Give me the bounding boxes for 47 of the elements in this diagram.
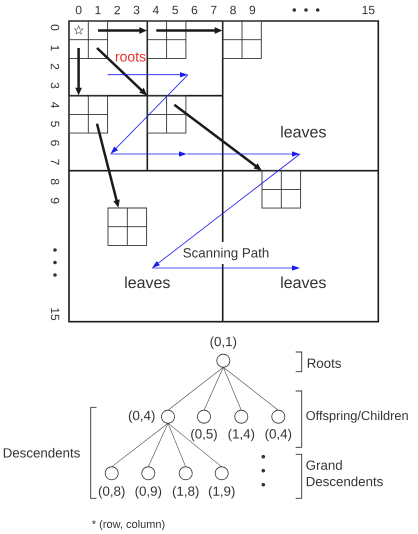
coordinate-label: (1,8) xyxy=(172,486,199,498)
bracket-label: Offspring/Children xyxy=(306,410,408,423)
footnote: * (row, column) xyxy=(92,520,164,530)
row-number: 8 xyxy=(50,178,60,184)
grid-block xyxy=(222,20,262,59)
bracket-label: Descendents xyxy=(4,448,80,458)
coordinate-label: (0,9) xyxy=(135,486,162,498)
coordinate-label: (0,4) xyxy=(265,428,292,442)
row-number: 7 xyxy=(50,159,60,165)
coordinate-label: (1,4) xyxy=(228,428,254,442)
coordinate-label: (0,4) xyxy=(128,410,155,423)
column-number: 2 xyxy=(114,6,120,14)
tree-node xyxy=(216,354,230,368)
grid-block xyxy=(146,95,186,134)
row-number: 2 xyxy=(50,64,60,70)
row-number: 3 xyxy=(50,82,60,88)
tree-node xyxy=(141,466,156,480)
grid-block xyxy=(262,170,302,209)
tree-node xyxy=(271,410,286,424)
region-label: leaves xyxy=(281,276,326,288)
tree-node xyxy=(197,410,211,424)
tree-node xyxy=(104,466,119,480)
coordinate-label: (1,9) xyxy=(208,486,235,498)
tree-node xyxy=(178,466,193,480)
coordinate-label: (0,1) xyxy=(210,336,236,349)
coordinate-label: (0,8) xyxy=(98,486,125,498)
row-number: 6 xyxy=(50,140,60,146)
bracket-label: Grand Descendents xyxy=(306,460,383,486)
grid-block xyxy=(146,20,186,59)
column-number: 15 xyxy=(362,6,374,14)
tree-node xyxy=(214,466,229,480)
grid-block xyxy=(68,20,108,59)
grid-block xyxy=(68,95,108,134)
grid-block xyxy=(108,208,148,246)
row-number: 15 xyxy=(50,308,60,320)
region-label: leaves xyxy=(125,276,170,288)
bracket-label: Roots xyxy=(308,358,341,368)
path-label: Scanning Path xyxy=(183,248,268,260)
tree-node xyxy=(161,410,175,424)
row-number: 9 xyxy=(50,198,60,204)
region-label: roots xyxy=(116,52,146,62)
tree-node xyxy=(234,410,248,424)
column-number: 6 xyxy=(192,6,198,14)
column-number: 7 xyxy=(211,6,216,14)
region-label: leaves xyxy=(281,126,326,138)
column-number: 3 xyxy=(134,6,140,14)
coordinate-label: (0,5) xyxy=(191,428,217,442)
